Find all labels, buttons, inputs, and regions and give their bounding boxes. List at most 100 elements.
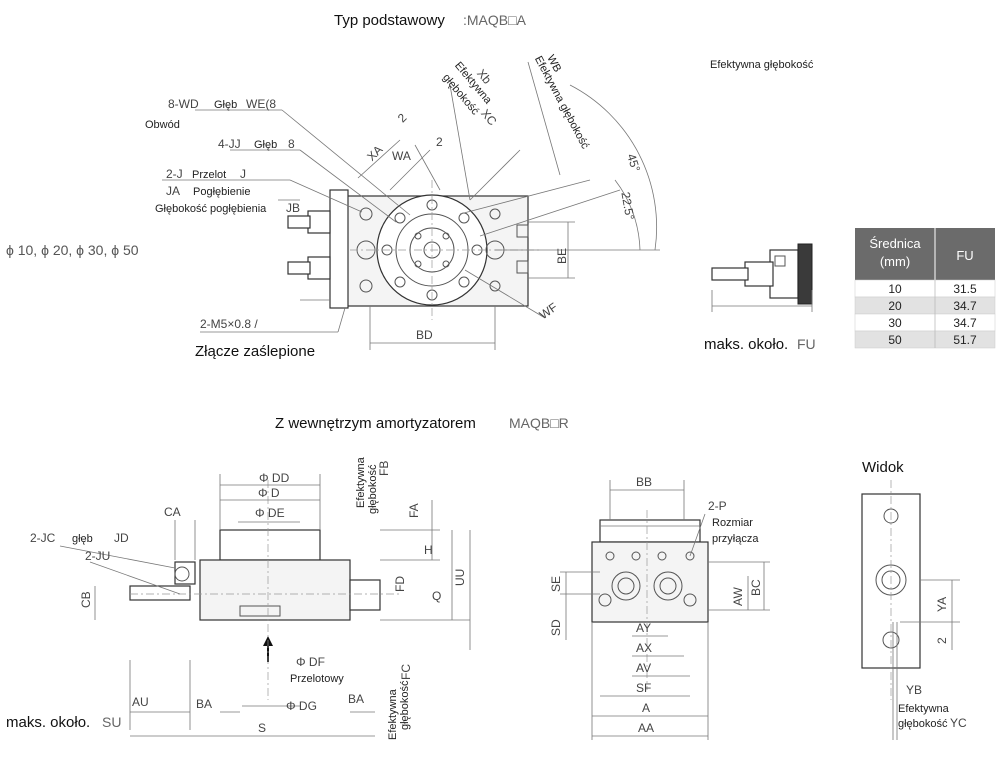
fu-table-row: 50 51.7 (854, 330, 996, 349)
av-label: AV (636, 661, 651, 675)
angle-45-label: 45° (624, 152, 643, 174)
p2-label: 2-P (708, 499, 727, 513)
wd-we-label: WE(8 (246, 97, 276, 111)
fu-cell-value: 34.7 (953, 316, 977, 330)
ja-label: JA (166, 184, 180, 198)
fc-label: FC (399, 664, 413, 680)
widok-label: Widok (862, 459, 904, 476)
a-label: A (642, 701, 650, 715)
fu-cell-diameter: 50 (888, 333, 902, 347)
q-label: Q (432, 589, 441, 603)
jc-glab-label: głęb (72, 533, 93, 545)
fu-side-view (711, 243, 813, 312)
fu-cell-value: 31.5 (953, 282, 977, 296)
cylinder-body (199, 559, 351, 621)
su-code-label: SU (102, 714, 121, 730)
przelotowy-label: Przelotowy (290, 673, 344, 685)
s-label: S (258, 721, 266, 735)
fu-table-header (855, 228, 995, 280)
fitting-upper (307, 210, 331, 234)
end-plate (329, 189, 349, 309)
fitting-lower (307, 256, 331, 280)
rotary-table-top (219, 529, 321, 561)
fa-label: FA (407, 503, 421, 518)
top-title: Typ podstawowy (334, 12, 445, 29)
yc-label: YC (950, 716, 967, 730)
widok-view (861, 480, 960, 740)
bottom-title-code: MAQB□R (509, 415, 569, 431)
shock-absorber (129, 585, 191, 601)
top-leaders (162, 61, 660, 350)
wd-label: 8-WD (168, 97, 199, 111)
side-body (591, 541, 709, 623)
xa-label: XA (364, 143, 385, 164)
jj-glab-label: Głęb (254, 139, 277, 151)
ju-label: 2-JU (85, 549, 110, 563)
aa-label: AA (638, 721, 654, 735)
bottom-front-view (129, 480, 400, 700)
sd-label: SD (549, 619, 563, 636)
maks-su-label: maks. około. (6, 714, 90, 731)
glebokosc-yc-label: głębokość (898, 718, 948, 730)
dg-label: Φ DG (286, 699, 317, 713)
angle-45-arc (569, 84, 658, 251)
two-c-label: 2 (935, 637, 949, 644)
yb-label: YB (906, 683, 922, 697)
obwod-label: Obwód (145, 119, 180, 131)
fb-label: FB (377, 461, 391, 476)
angle-225-label: 22.5° (618, 191, 637, 221)
two-b-label: 2 (436, 135, 443, 149)
jc-label: 2-JC (30, 531, 56, 545)
jj-val-label: 8 (288, 137, 295, 151)
fu-table-row: 30 34.7 (854, 313, 996, 332)
fu-cell-diameter: 30 (888, 316, 902, 330)
fu-table-header-diameter-2: (mm) (880, 254, 910, 269)
wf-label: WF (537, 300, 560, 322)
efektywna-fb-label: Efektywna (355, 456, 367, 508)
przelot-label: Przelot (192, 169, 226, 181)
ba2-label: BA (348, 692, 364, 706)
bd-label: BD (416, 328, 433, 342)
top-title-code: :MAQB□A (463, 12, 527, 28)
bottom-front-dims (59, 474, 471, 737)
df-label: Φ DF (296, 655, 325, 669)
fu-table-row: 20 34.7 (854, 296, 996, 315)
fitting-lower-pipe (287, 261, 311, 275)
xc-label: XC (478, 106, 500, 128)
dd-label: Φ DD (259, 471, 290, 485)
efektywna-fc-label: Efektywna (387, 688, 399, 740)
fu-table-row: 10 31.5 (854, 279, 996, 298)
gleb-pogleb-label: Głębokość pogłębienia (155, 203, 267, 215)
j-label: J (240, 167, 246, 181)
fu-cell-value: 51.7 (953, 333, 977, 347)
ya-label: YA (935, 597, 949, 612)
angle-225-arc (614, 179, 641, 251)
bottom-side-dims (560, 480, 770, 740)
uu-label: UU (453, 569, 467, 586)
fu-cell-diameter: 20 (888, 299, 902, 313)
sf-label: SF (636, 681, 651, 695)
jb-label: JB (286, 201, 300, 215)
fitting-upper-pipe (287, 215, 311, 229)
bb-label: BB (636, 475, 652, 489)
bottom-title: Z wewnętrzym amortyzatorem (275, 415, 476, 432)
jd-label: JD (114, 531, 129, 545)
zlacze-label: Złącze zaślepione (195, 343, 315, 360)
bc-label: BC (749, 579, 763, 596)
fu-cell-value: 34.7 (953, 299, 977, 313)
wa-label: WA (392, 149, 411, 163)
d-label: Φ D (258, 486, 280, 500)
top-plan-view (287, 180, 540, 320)
efektywna-yc-label: Efektywna (898, 703, 950, 715)
ay-label: AY (636, 621, 651, 635)
fu-table: Średnica (mm) FU 10 31.5 20 34.7 30 34.7… (854, 228, 996, 349)
m5-label: 2-M5×0.8 / (200, 317, 258, 331)
ca-label: CA (164, 505, 181, 519)
ba-label: BA (196, 697, 212, 711)
be-label: BE (555, 248, 569, 264)
rozmiar-label: Rozmiar (712, 517, 753, 529)
ax-label: AX (636, 641, 652, 655)
bottom-side-view (591, 510, 709, 690)
